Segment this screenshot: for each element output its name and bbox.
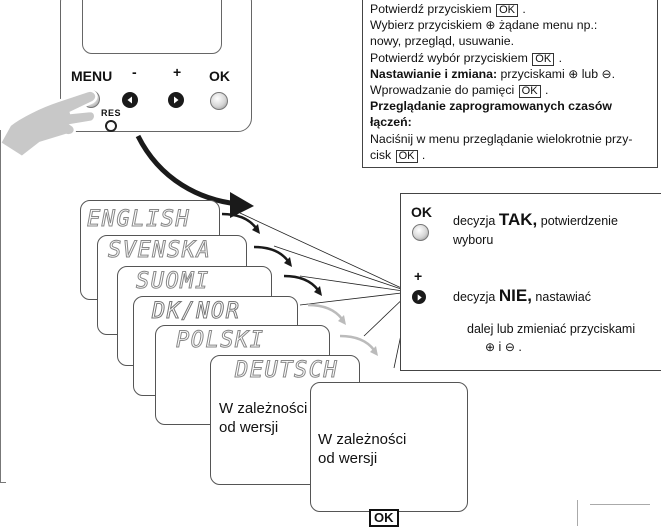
bottom-ok-key: OK (369, 509, 399, 527)
res-label: RES (101, 108, 122, 118)
card-label: SUOMI (136, 269, 210, 295)
minus-button[interactable] (122, 92, 138, 108)
minus-label: - (132, 64, 137, 80)
triangle-right-icon (417, 293, 422, 301)
legend-ok-head: OK (411, 204, 432, 220)
instr-line-4: Potwierdź wybór przyciskiem OK . (370, 50, 563, 66)
instr-line-6: Wprowadzanie do pamięci OK . (370, 83, 549, 99)
instr-line-9: Naciśnij w menu przeglądanie wielokrotni… (370, 131, 633, 146)
instr-line-8: łączeń: (370, 115, 412, 130)
card-label: ENGLISH (86, 207, 191, 233)
step-arrows (221, 212, 378, 356)
instr-line-3: nowy, przegląd, usuwanie. (370, 34, 515, 49)
triangle-left-icon (127, 96, 132, 104)
pointing-hand-icon (0, 89, 98, 159)
corner-line-vertical (577, 500, 578, 526)
plus-button-icon (412, 290, 426, 304)
instr-line-5: Nastawianie i zmiana: przyciskami ⊕ lub … (370, 66, 616, 81)
card-label: POLSKI (175, 328, 265, 354)
version-text: W zależności od wersji (219, 400, 308, 436)
card-version: W zależności od wersji (310, 382, 468, 512)
minus-circle-icon: ⊖ (504, 340, 515, 354)
ok-button[interactable] (210, 92, 228, 110)
legend-plus-line-3: ⊕ i ⊖ . (485, 340, 522, 354)
legend-plus-line-2: dalej lub zmieniać przyciskami (467, 322, 636, 336)
ok-key: OK (496, 4, 518, 17)
instructions-box: Potwierdź przyciskiem OK . Wybierz przyc… (362, 0, 658, 168)
instr-line-7: Przeglądanie zaprogramowanych czasów (370, 99, 612, 114)
triangle-right-icon (174, 96, 179, 104)
ok-key: OK (532, 52, 555, 66)
instr-line-1: Potwierdź przyciskiem OK . (370, 2, 526, 17)
instr-line-2: Wybierz przyciskiem ⊕ żądane menu np.: (370, 18, 598, 33)
legend-box: OK decyzja TAK, potwierdzenie wyboru + d… (400, 193, 661, 371)
ok-key: OK (518, 85, 541, 99)
frame-left-line (0, 130, 1, 482)
menu-label: MENU (71, 68, 113, 84)
frame-bottom-tick (0, 482, 6, 483)
legend-plus-head: + (414, 268, 423, 284)
curved-arrow-icon (135, 134, 254, 218)
ok-key: OK (395, 149, 418, 163)
plus-button[interactable] (168, 92, 184, 108)
card-label: DEUTSCH (234, 358, 339, 384)
res-button[interactable] (105, 120, 117, 132)
plus-circle-icon: ⊕ (568, 66, 579, 81)
ok-button-icon (412, 224, 429, 241)
device-screen (82, 0, 222, 54)
minus-circle-icon: ⊖ (601, 66, 612, 81)
plus-label: + (173, 64, 182, 80)
card-label: DK/NOR (151, 299, 241, 325)
plus-circle-icon: ⊕ (485, 18, 496, 33)
legend-ok-line-1: decyzja TAK, potwierdzenie (453, 210, 618, 229)
legend-plus-line-1: decyzja NIE, nastawiać (453, 286, 592, 305)
legend-ok-line-2: wyboru (453, 233, 494, 247)
plus-circle-icon: ⊕ (485, 340, 496, 354)
version-text: W zależności od wersji (318, 431, 407, 467)
card-label: SVENSKA (107, 238, 212, 264)
ok-label: OK (209, 68, 230, 84)
instr-line-10: cisk OK . (370, 147, 426, 163)
corner-line-horizontal (590, 504, 650, 505)
